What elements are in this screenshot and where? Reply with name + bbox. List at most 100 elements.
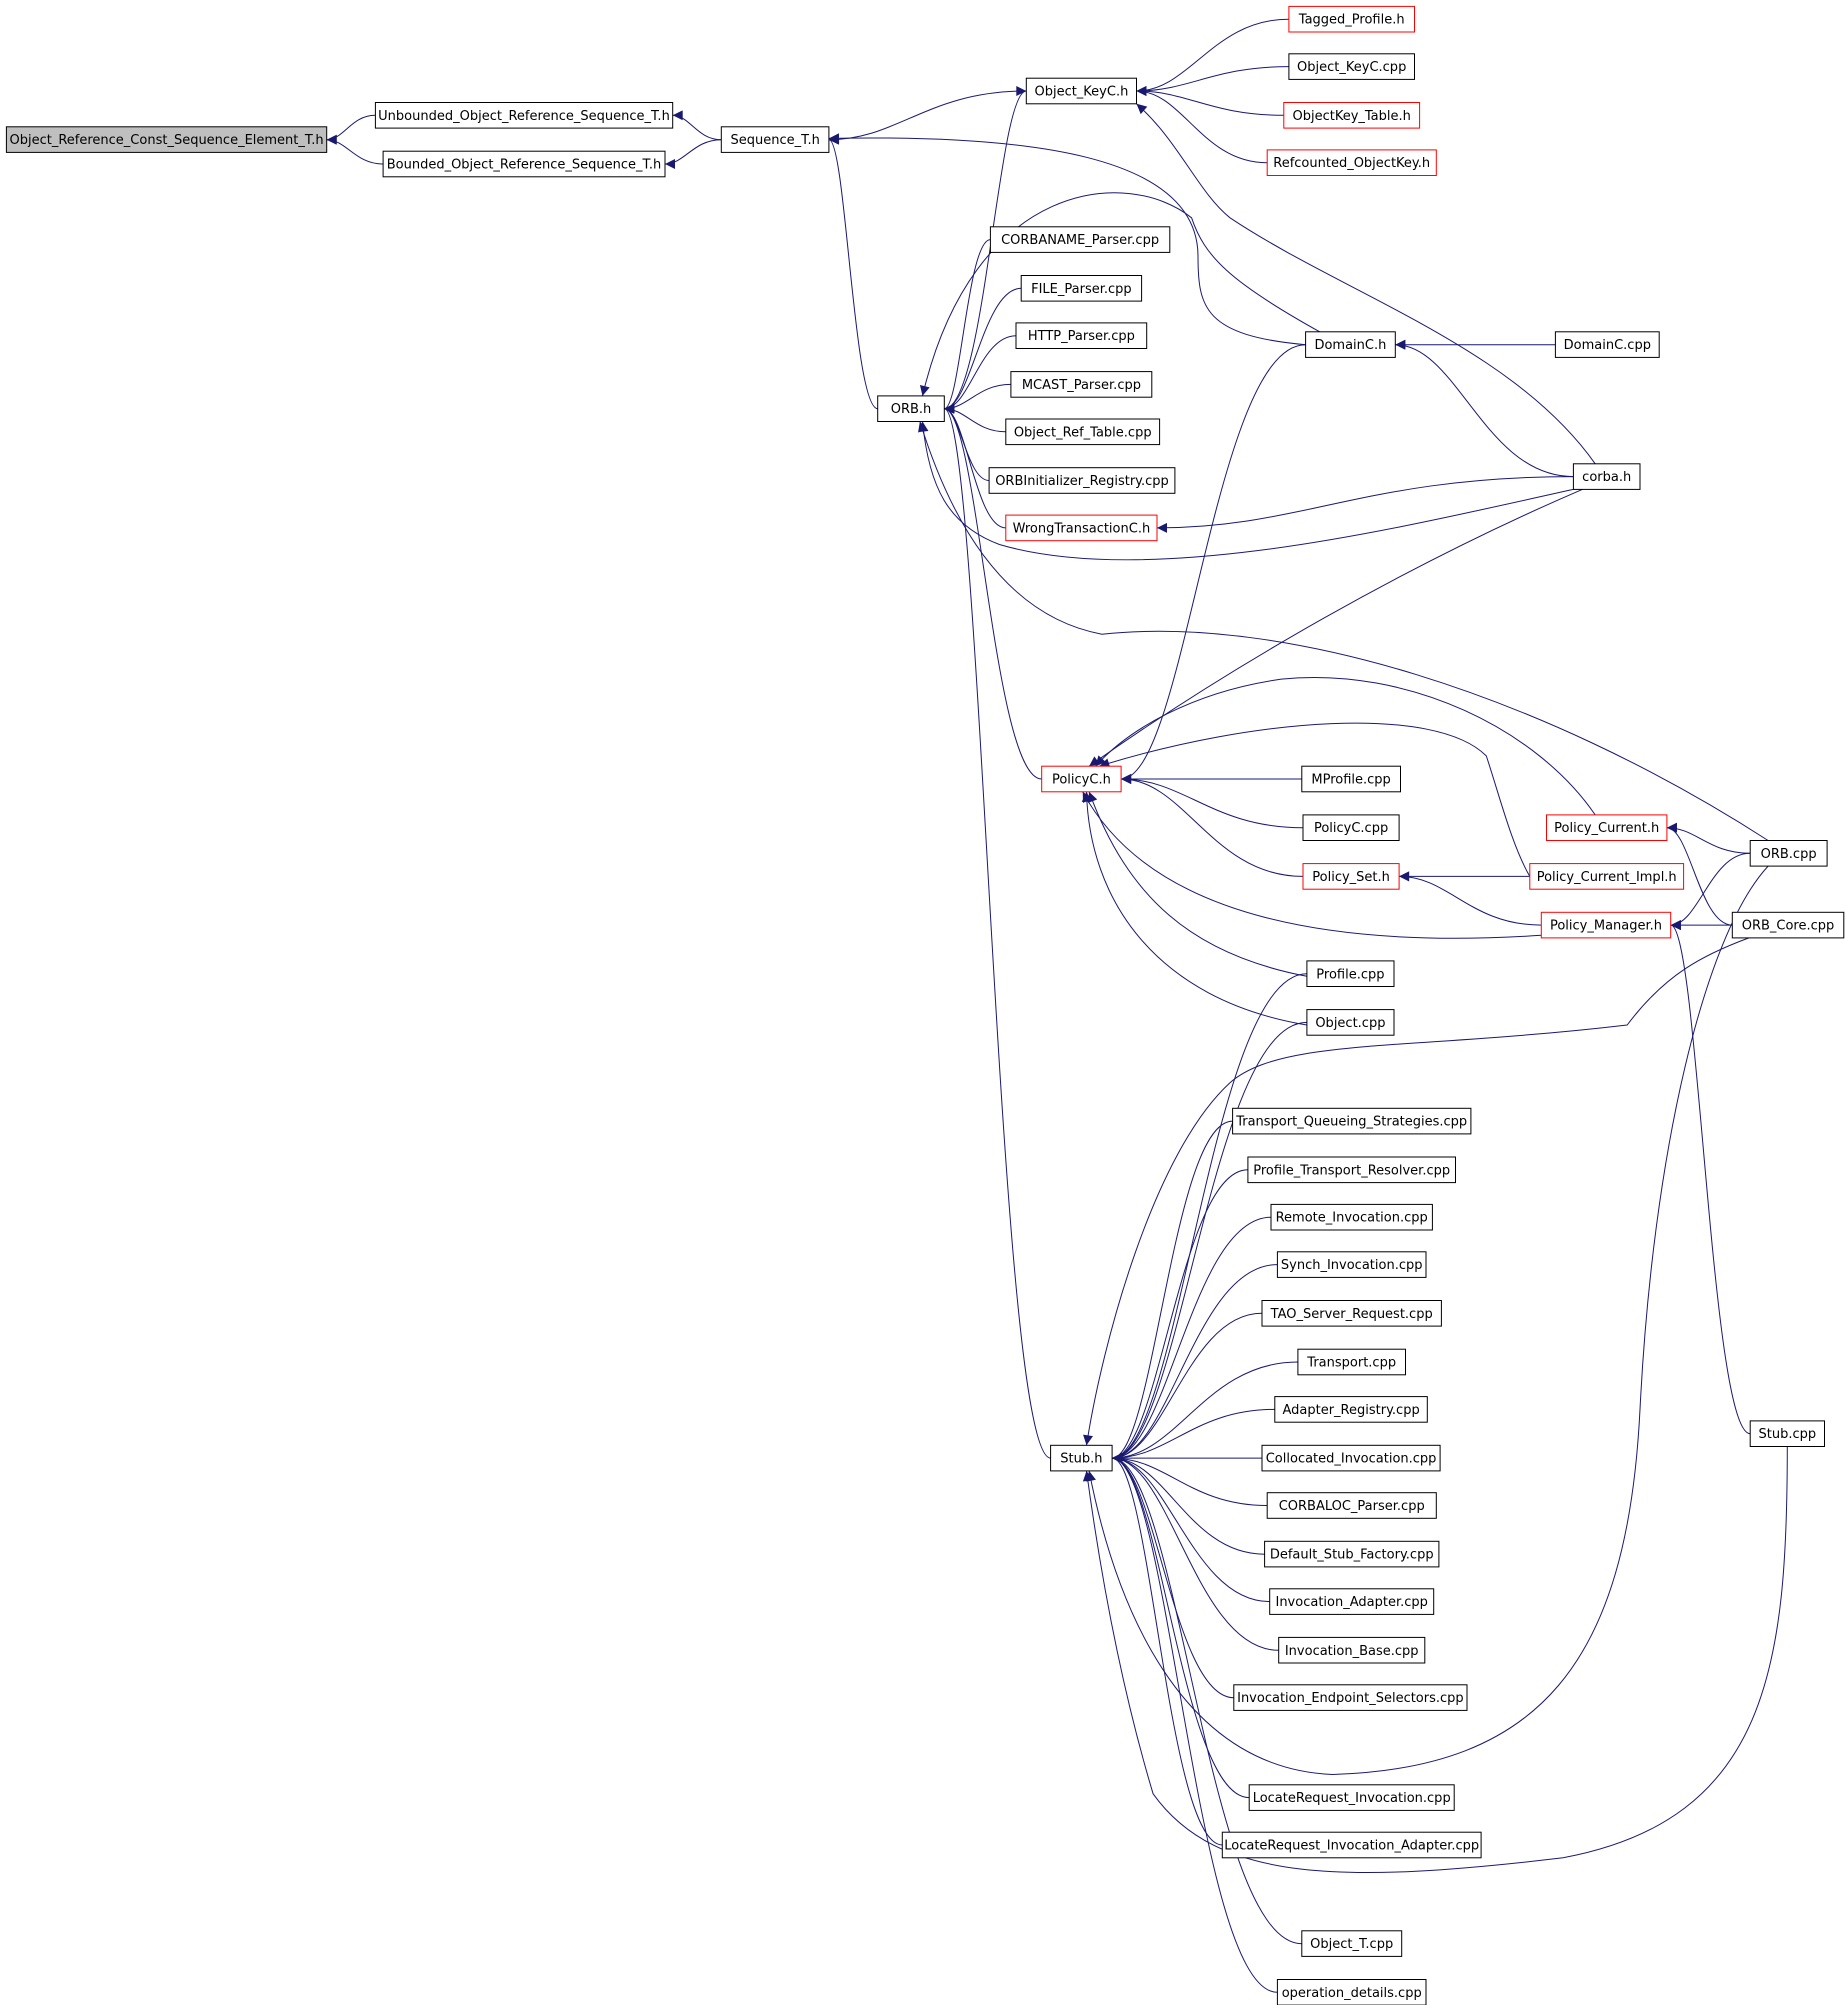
node-box[interactable] [720,126,830,153]
node-box[interactable] [1305,331,1396,358]
node-box[interactable] [1306,960,1395,988]
node-box[interactable] [1015,322,1148,349]
node-box[interactable] [1266,149,1437,176]
node-policyc_cpp[interactable]: PolicyC.cpp [1302,814,1400,842]
node-objkeyc_cpp[interactable]: Object_KeyC.cpp [1288,53,1416,80]
node-remoteinv[interactable]: Remote_Invocation.cpp [1270,1203,1433,1231]
node-box[interactable] [1020,275,1143,302]
node-seq[interactable]: Sequence_T.h [720,126,830,153]
node-box[interactable] [1247,1156,1457,1184]
node-httpparser[interactable]: HTTP_Parser.cpp [1015,322,1148,349]
node-synchinv[interactable]: Synch_Invocation.cpp [1276,1251,1427,1278]
node-box[interactable] [1270,1203,1433,1231]
node-box[interactable] [1276,1251,1427,1278]
node-wrongtx[interactable]: WrongTransactionC.h [1005,514,1158,542]
node-tqs[interactable]: Transport_Queueing_Strategies.cpp [1232,1107,1472,1135]
node-defstub[interactable]: Default_Stub_Factory.cpp [1264,1540,1440,1568]
node-box[interactable] [1540,911,1672,939]
node-box[interactable] [1010,371,1153,398]
node-orbh[interactable]: ORB.h [877,395,945,422]
node-box[interactable] [1276,1979,1427,2005]
node-tagged[interactable]: Tagged_Profile.h [1288,5,1416,33]
node-box[interactable] [1554,331,1660,358]
node-objkeytable[interactable]: ObjectKey_Table.h [1283,102,1421,129]
node-box[interactable] [5,126,328,153]
node-orbcore[interactable]: ORB_Core.cpp [1731,911,1845,939]
node-box[interactable] [374,102,674,129]
node-policyc_h[interactable]: PolicyC.h [1041,765,1122,793]
node-objectt[interactable]: Object_T.cpp [1301,1930,1403,1957]
node-locreqadapter[interactable]: LocateRequest_Invocation_Adapter.cpp [1221,1831,1482,1859]
node-box[interactable] [1221,1831,1482,1859]
node-adapterreg[interactable]: Adapter_Registry.cpp [1274,1396,1428,1423]
node-box[interactable] [1278,1636,1426,1664]
node-corbah[interactable]: corba.h [1572,463,1641,490]
node-box[interactable] [382,150,666,178]
node-domainc_cpp[interactable]: DomainC.cpp [1554,331,1660,358]
node-box[interactable] [1264,1540,1440,1568]
node-box[interactable] [1288,53,1416,80]
node-box[interactable] [1731,911,1845,939]
node-policycurimpl[interactable]: Policy_Current_Impl.h [1529,863,1685,890]
node-corbaname[interactable]: CORBANAME_Parser.cpp [989,226,1171,253]
node-collocated[interactable]: Collocated_Invocation.cpp [1261,1444,1441,1472]
node-box[interactable] [1269,1588,1435,1615]
node-box[interactable] [1025,77,1138,105]
node-box[interactable] [1306,1009,1395,1036]
node-mcastparser[interactable]: MCAST_Parser.cpp [1010,371,1153,398]
node-refcounted[interactable]: Refcounted_ObjectKey.h [1266,149,1437,176]
node-box[interactable] [1749,1420,1825,1448]
node-ptr[interactable]: Profile_Transport_Resolver.cpp [1247,1156,1457,1184]
node-box[interactable] [1274,1396,1428,1423]
node-stubh[interactable]: Stub.h [1050,1444,1113,1472]
node-fileparser[interactable]: FILE_Parser.cpp [1020,275,1143,302]
node-box[interactable] [1288,5,1416,33]
node-box[interactable] [1005,418,1161,446]
node-policymgr[interactable]: Policy_Manager.h [1540,911,1672,939]
node-box[interactable] [1301,1930,1403,1957]
node-bounded[interactable]: Bounded_Object_Reference_Sequence_T.h [382,150,666,178]
node-box[interactable] [1302,863,1400,890]
node-box[interactable] [988,467,1176,494]
node-box[interactable] [1261,1444,1441,1472]
node-box[interactable] [1749,840,1828,867]
node-box[interactable] [1266,1492,1437,1519]
node-box[interactable] [1005,514,1158,542]
node-box[interactable] [1301,765,1402,793]
node-transport[interactable]: Transport.cpp [1297,1348,1407,1376]
node-object[interactable]: Object.cpp [1306,1009,1395,1036]
node-box[interactable] [1529,863,1685,890]
node-domainc_h[interactable]: DomainC.h [1305,331,1396,358]
node-box[interactable] [1572,463,1641,490]
node-orbcpp[interactable]: ORB.cpp [1749,840,1828,867]
node-box[interactable] [1041,765,1122,793]
node-unbounded[interactable]: Unbounded_Object_Reference_Sequence_T.h [374,102,674,129]
node-box[interactable] [989,226,1171,253]
node-box[interactable] [1233,1684,1468,1711]
node-invendpoint[interactable]: Invocation_Endpoint_Selectors.cpp [1233,1684,1468,1711]
node-stubcpp[interactable]: Stub.cpp [1749,1420,1825,1448]
node-box[interactable] [1283,102,1421,129]
node-objreftable[interactable]: Object_Ref_Table.cpp [1005,418,1161,446]
node-root[interactable]: Object_Reference_Const_Sequence_Element_… [5,126,328,153]
node-opdetails[interactable]: operation_details.cpp [1276,1979,1427,2005]
node-box[interactable] [1546,814,1668,842]
node-box[interactable] [1050,1444,1113,1472]
node-profile[interactable]: Profile.cpp [1306,960,1395,988]
node-locreq[interactable]: LocateRequest_Invocation.cpp [1248,1784,1455,1811]
node-taoserver[interactable]: TAO_Server_Request.cpp [1261,1300,1442,1327]
node-box[interactable] [1232,1107,1472,1135]
node-box[interactable] [877,395,945,422]
node-policycurrent[interactable]: Policy_Current.h [1546,814,1668,842]
node-box[interactable] [1261,1300,1442,1327]
node-box[interactable] [1302,814,1400,842]
node-policyset[interactable]: Policy_Set.h [1302,863,1400,890]
node-corbaloc[interactable]: CORBALOC_Parser.cpp [1266,1492,1437,1519]
node-box[interactable] [1248,1784,1455,1811]
node-box[interactable] [1297,1348,1407,1376]
node-mprofile[interactable]: MProfile.cpp [1301,765,1402,793]
node-invbase[interactable]: Invocation_Base.cpp [1278,1636,1426,1664]
node-invadapter[interactable]: Invocation_Adapter.cpp [1269,1588,1435,1615]
node-orbinit[interactable]: ORBInitializer_Registry.cpp [988,467,1176,494]
node-objkeyc_h[interactable]: Object_KeyC.h [1025,77,1138,105]
